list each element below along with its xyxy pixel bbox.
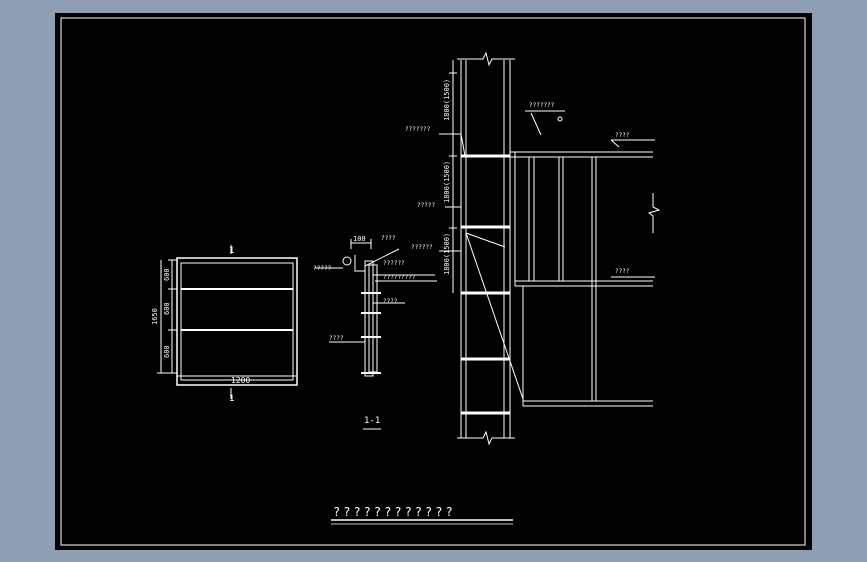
section-callout-5: ????	[329, 335, 344, 342]
section-callout-2: ??????	[383, 260, 405, 267]
section-callout-1: ????	[381, 235, 396, 242]
spacing-label-3: 1800(1500)	[443, 233, 451, 275]
section-detail	[315, 239, 437, 430]
section-caption: 1-1	[364, 416, 380, 426]
elevation-right-callout-top: ????	[615, 132, 630, 139]
section-callout-3: ?????????	[383, 274, 416, 281]
elevation-right-callout-mid: ????	[615, 268, 630, 275]
elevation-view	[439, 51, 661, 446]
drawing-frame	[60, 17, 806, 546]
section-callout-4: ????	[383, 298, 398, 305]
panel-width-dim: 1200	[231, 376, 250, 385]
elevation-callout-1: ???????	[405, 126, 431, 133]
spacing-label-1: 1800(1500)	[443, 79, 451, 121]
panel-seg-dim-1: 600	[163, 268, 171, 281]
elevation-callout-2: ?????	[417, 202, 435, 209]
drawing-title: ????????????	[333, 505, 456, 519]
panel-outer	[176, 257, 298, 386]
panel-seg-dim-2: 600	[163, 302, 171, 315]
section-dim-top: 100	[353, 235, 366, 243]
elevation-callout-3: ??????	[411, 244, 433, 251]
panel-inner	[180, 262, 294, 381]
panel-seg-dim-3: 600	[163, 345, 171, 358]
section-mark-bottom: 1	[229, 394, 234, 404]
drawing-viewport[interactable]: 1 1 1200 1650 600 600 600 100 ???? ?????…	[55, 13, 812, 550]
cad-drawing: 1 1 1200 1650 600 600 600 100 ???? ?????…	[60, 17, 806, 546]
spacing-label-2: 1800(1500)	[443, 161, 451, 203]
section-mark-top: 1	[229, 246, 234, 256]
elevation-top-callout: ???????	[529, 102, 555, 109]
panel-height-dim: 1650	[151, 308, 159, 325]
panel-view	[157, 245, 298, 399]
section-side-note: ?????	[313, 265, 331, 272]
